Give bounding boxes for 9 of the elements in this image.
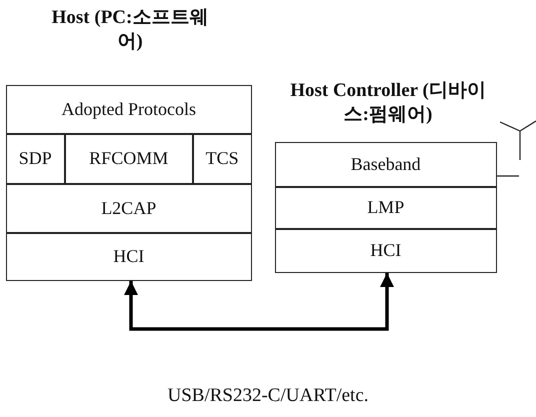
stack-heading: Host (PC:소프트웨어) xyxy=(51,6,209,54)
protocol-layer-box: LMP xyxy=(274,186,497,229)
interface-label: USB/RS232-C/UART/etc. xyxy=(168,385,368,407)
arrow xyxy=(124,273,394,331)
protocol-layer-box: L2CAP xyxy=(6,184,252,233)
protocol-layer-box: RFCOMM xyxy=(64,134,193,184)
stack-heading: Host Controller (디바이스:펌웨어) xyxy=(289,79,487,127)
protocol-layer-box: TCS xyxy=(192,134,252,184)
protocol-layer-box: SDP xyxy=(6,134,65,184)
